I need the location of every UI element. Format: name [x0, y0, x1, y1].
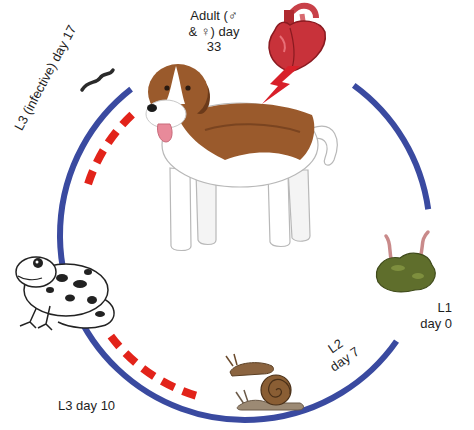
cycle-arc — [60, 89, 397, 420]
dog-illustration — [146, 64, 337, 251]
stage-label: L1 day 0 — [414, 300, 452, 331]
frog-illustration — [16, 257, 114, 330]
slug-illustration — [226, 354, 274, 376]
cycle-arc — [354, 85, 428, 209]
snail-illustration — [236, 375, 304, 410]
stage-label: Adult (♂ & ♀) day 33 — [188, 8, 240, 55]
faeces-illustration — [377, 232, 436, 292]
cycle-arcs — [60, 85, 428, 420]
host-transfer-dashes — [111, 336, 196, 396]
larva-worm — [82, 70, 113, 90]
stage-label: L3 (infective) day 17 — [11, 22, 80, 133]
heart-illustration — [262, 6, 325, 104]
stage-label: L3 day 10 — [58, 398, 115, 414]
host-transfer-dashes — [88, 112, 135, 184]
stage-label: L2 day 7 — [315, 328, 364, 375]
infection-bolt — [262, 66, 300, 104]
